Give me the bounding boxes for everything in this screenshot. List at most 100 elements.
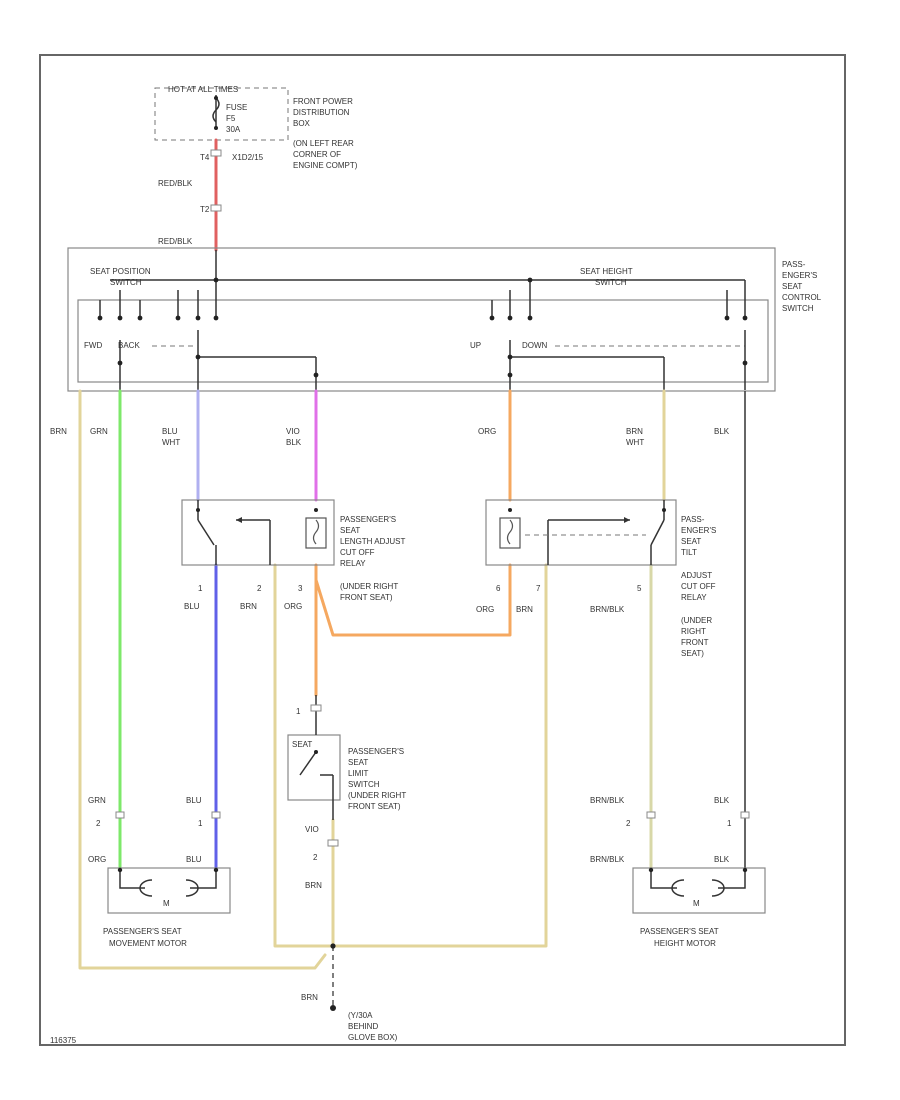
wire-label-blk-right: BLK: [714, 427, 730, 436]
figure-id: 116375: [50, 1036, 77, 1045]
control-switch-label-1: PASS-: [782, 260, 806, 269]
length-relay-label-3: LENGTH ADJUST: [340, 537, 405, 546]
ground-label-1: (Y/30A: [348, 1011, 373, 1020]
passenger-seat-control-switch: SEAT POSITION SWITCH SEAT HEIGHT SWITCH …: [67, 247, 822, 392]
seat-height-motor: M BRN/BLK 2 BLK 1 BRN/BLK BLK PASSENGER'…: [590, 796, 766, 948]
limit-brn-label: BRN: [305, 881, 322, 890]
wire-label-wht-right: WHT: [626, 438, 644, 447]
limit-switch-label-3: LIMIT: [348, 769, 369, 778]
wire-label-vio: VIO: [286, 427, 300, 436]
tilt-relay-label-7: RELAY: [681, 593, 707, 602]
fuse-amp-label: 30A: [226, 125, 241, 134]
limit-vio-label: VIO: [305, 825, 319, 834]
pin-t2-label: T2: [200, 205, 210, 214]
front-power-distribution-box: HOT AT ALL TIMES FUSE F5 30A FRONT POWER…: [154, 85, 358, 170]
seat-height-label: SEAT HEIGHT: [580, 267, 633, 276]
ground-label-2: BEHIND: [348, 1022, 378, 1031]
front-power-location-3: ENGINE COMPT): [293, 161, 358, 170]
front-power-label-1: FRONT POWER: [293, 97, 353, 106]
height-motor-symbol: M: [693, 899, 700, 908]
control-switch-label-3: SEAT: [782, 282, 802, 291]
relay-brn-blk-label: BRN/BLK: [590, 605, 625, 614]
front-power-location-2: CORNER OF: [293, 150, 341, 159]
down-label: DOWN: [522, 341, 548, 350]
relay-brn-label: BRN: [240, 602, 257, 611]
length-adjust-cutoff-relay: PASSENGER'S SEAT LENGTH ADJUST CUT OFF R…: [181, 499, 405, 611]
relay-coil-icon: [506, 519, 514, 545]
ground-label-group: BRN (Y/30A BEHIND GLOVE BOX): [301, 993, 398, 1042]
wire-label-wht: WHT: [162, 438, 180, 447]
movement-motor-name-1: PASSENGER'S SEAT: [103, 927, 182, 936]
seat-height-switch-label: SWITCH: [595, 278, 627, 287]
pin-3-label: 3: [298, 584, 303, 593]
limit-switch-label-6: FRONT SEAT): [348, 802, 401, 811]
tilt-relay-label-1: PASS-: [681, 515, 705, 524]
tilt-relay-label-10: FRONT: [681, 638, 709, 647]
ground-brn-label: BRN: [301, 993, 318, 1002]
wire-label-org: ORG: [478, 427, 496, 436]
control-switch-label-2: ENGER'S: [782, 271, 817, 280]
movement-motor-symbol: M: [163, 899, 170, 908]
relay-org-label-1: ORG: [284, 602, 302, 611]
limit-pin-1-label: 1: [296, 707, 301, 716]
hot-at-all-times-label: HOT AT ALL TIMES: [168, 85, 238, 94]
limit-switch-label-5: (UNDER RIGHT: [348, 791, 406, 800]
movement-motor-name-2: MOVEMENT MOTOR: [109, 939, 187, 948]
limit-switch-label-1: PASSENGER'S: [348, 747, 404, 756]
motor-blu-label-2: BLU: [186, 855, 202, 864]
length-relay-label-7: FRONT SEAT): [340, 593, 393, 602]
motor-brn-blk-label-2: BRN/BLK: [590, 855, 625, 864]
tilt-relay-label-6: CUT OFF: [681, 582, 716, 591]
wire-label-blu: BLU: [162, 427, 178, 436]
control-switch-label-4: CONTROL: [782, 293, 822, 302]
back-label: BACK: [118, 341, 140, 350]
front-power-label-2: DISTRIBUTION: [293, 108, 350, 117]
pin-6-label: 6: [496, 584, 501, 593]
seat-limit-switch: 1 SEAT PASSENGER'S SEAT LIMIT SWITCH (UN…: [287, 695, 406, 890]
relay-org-label-2: ORG: [476, 605, 494, 614]
brn-wire-bus: [273, 563, 548, 948]
motor-brn-blk-label: BRN/BLK: [590, 796, 625, 805]
length-relay-label-5: RELAY: [340, 559, 366, 568]
length-relay-label-1: PASSENGER'S: [340, 515, 396, 524]
wire-label-grn-left: GRN: [90, 427, 108, 436]
wire-label-brn-left: BRN: [50, 427, 67, 436]
tilt-relay-label-2: ENGER'S: [681, 526, 716, 535]
length-relay-label-2: SEAT: [340, 526, 360, 535]
wire-red-blk-label-2: RED/BLK: [158, 237, 193, 246]
ground-label-3: GLOVE BOX): [348, 1033, 398, 1042]
ground-point: [330, 1005, 336, 1011]
limit-pin-2-label: 2: [313, 853, 318, 862]
relay-coil-icon: [312, 519, 320, 545]
seat-position-label: SEAT POSITION: [90, 267, 151, 276]
wire-label-brn-right: BRN: [626, 427, 643, 436]
tilt-relay-label-5: ADJUST: [681, 571, 712, 580]
relay-blu-label: BLU: [184, 602, 200, 611]
limit-switch-label-2: SEAT: [348, 758, 368, 767]
motor-pin-1-label: 1: [198, 819, 203, 828]
control-switch-label-5: SWITCH: [782, 304, 814, 313]
fuse-label: FUSE: [226, 103, 247, 112]
motor-blk-label: BLK: [714, 796, 730, 805]
tilt-relay-label-4: TILT: [681, 548, 697, 557]
limit-switch-label-4: SWITCH: [348, 780, 380, 789]
seat-position-switch-label: SWITCH: [110, 278, 142, 287]
length-relay-label-4: CUT OFF: [340, 548, 375, 557]
up-label: UP: [470, 341, 481, 350]
motor-org-label: ORG: [88, 855, 106, 864]
wire-label-blk: BLK: [286, 438, 302, 447]
org-wire-loop: [314, 563, 512, 637]
tilt-adjust-cutoff-relay: PASS- ENGER'S SEAT TILT ADJUST CUT OFF R…: [476, 499, 716, 658]
wires: [78, 389, 746, 1011]
height-motor-name-2: HEIGHT MOTOR: [654, 939, 716, 948]
fwd-label: FWD: [84, 341, 102, 350]
motor-blk-label-2: BLK: [714, 855, 730, 864]
motor-grn-label: GRN: [88, 796, 106, 805]
connector-label: X1D2/15: [232, 153, 264, 162]
pin-2-label: 2: [257, 584, 262, 593]
motor-blu-label: BLU: [186, 796, 202, 805]
height-motor-pin-2: 2: [626, 819, 631, 828]
tilt-relay-label-11: SEAT): [681, 649, 704, 658]
brn-wire-left: [78, 389, 327, 970]
